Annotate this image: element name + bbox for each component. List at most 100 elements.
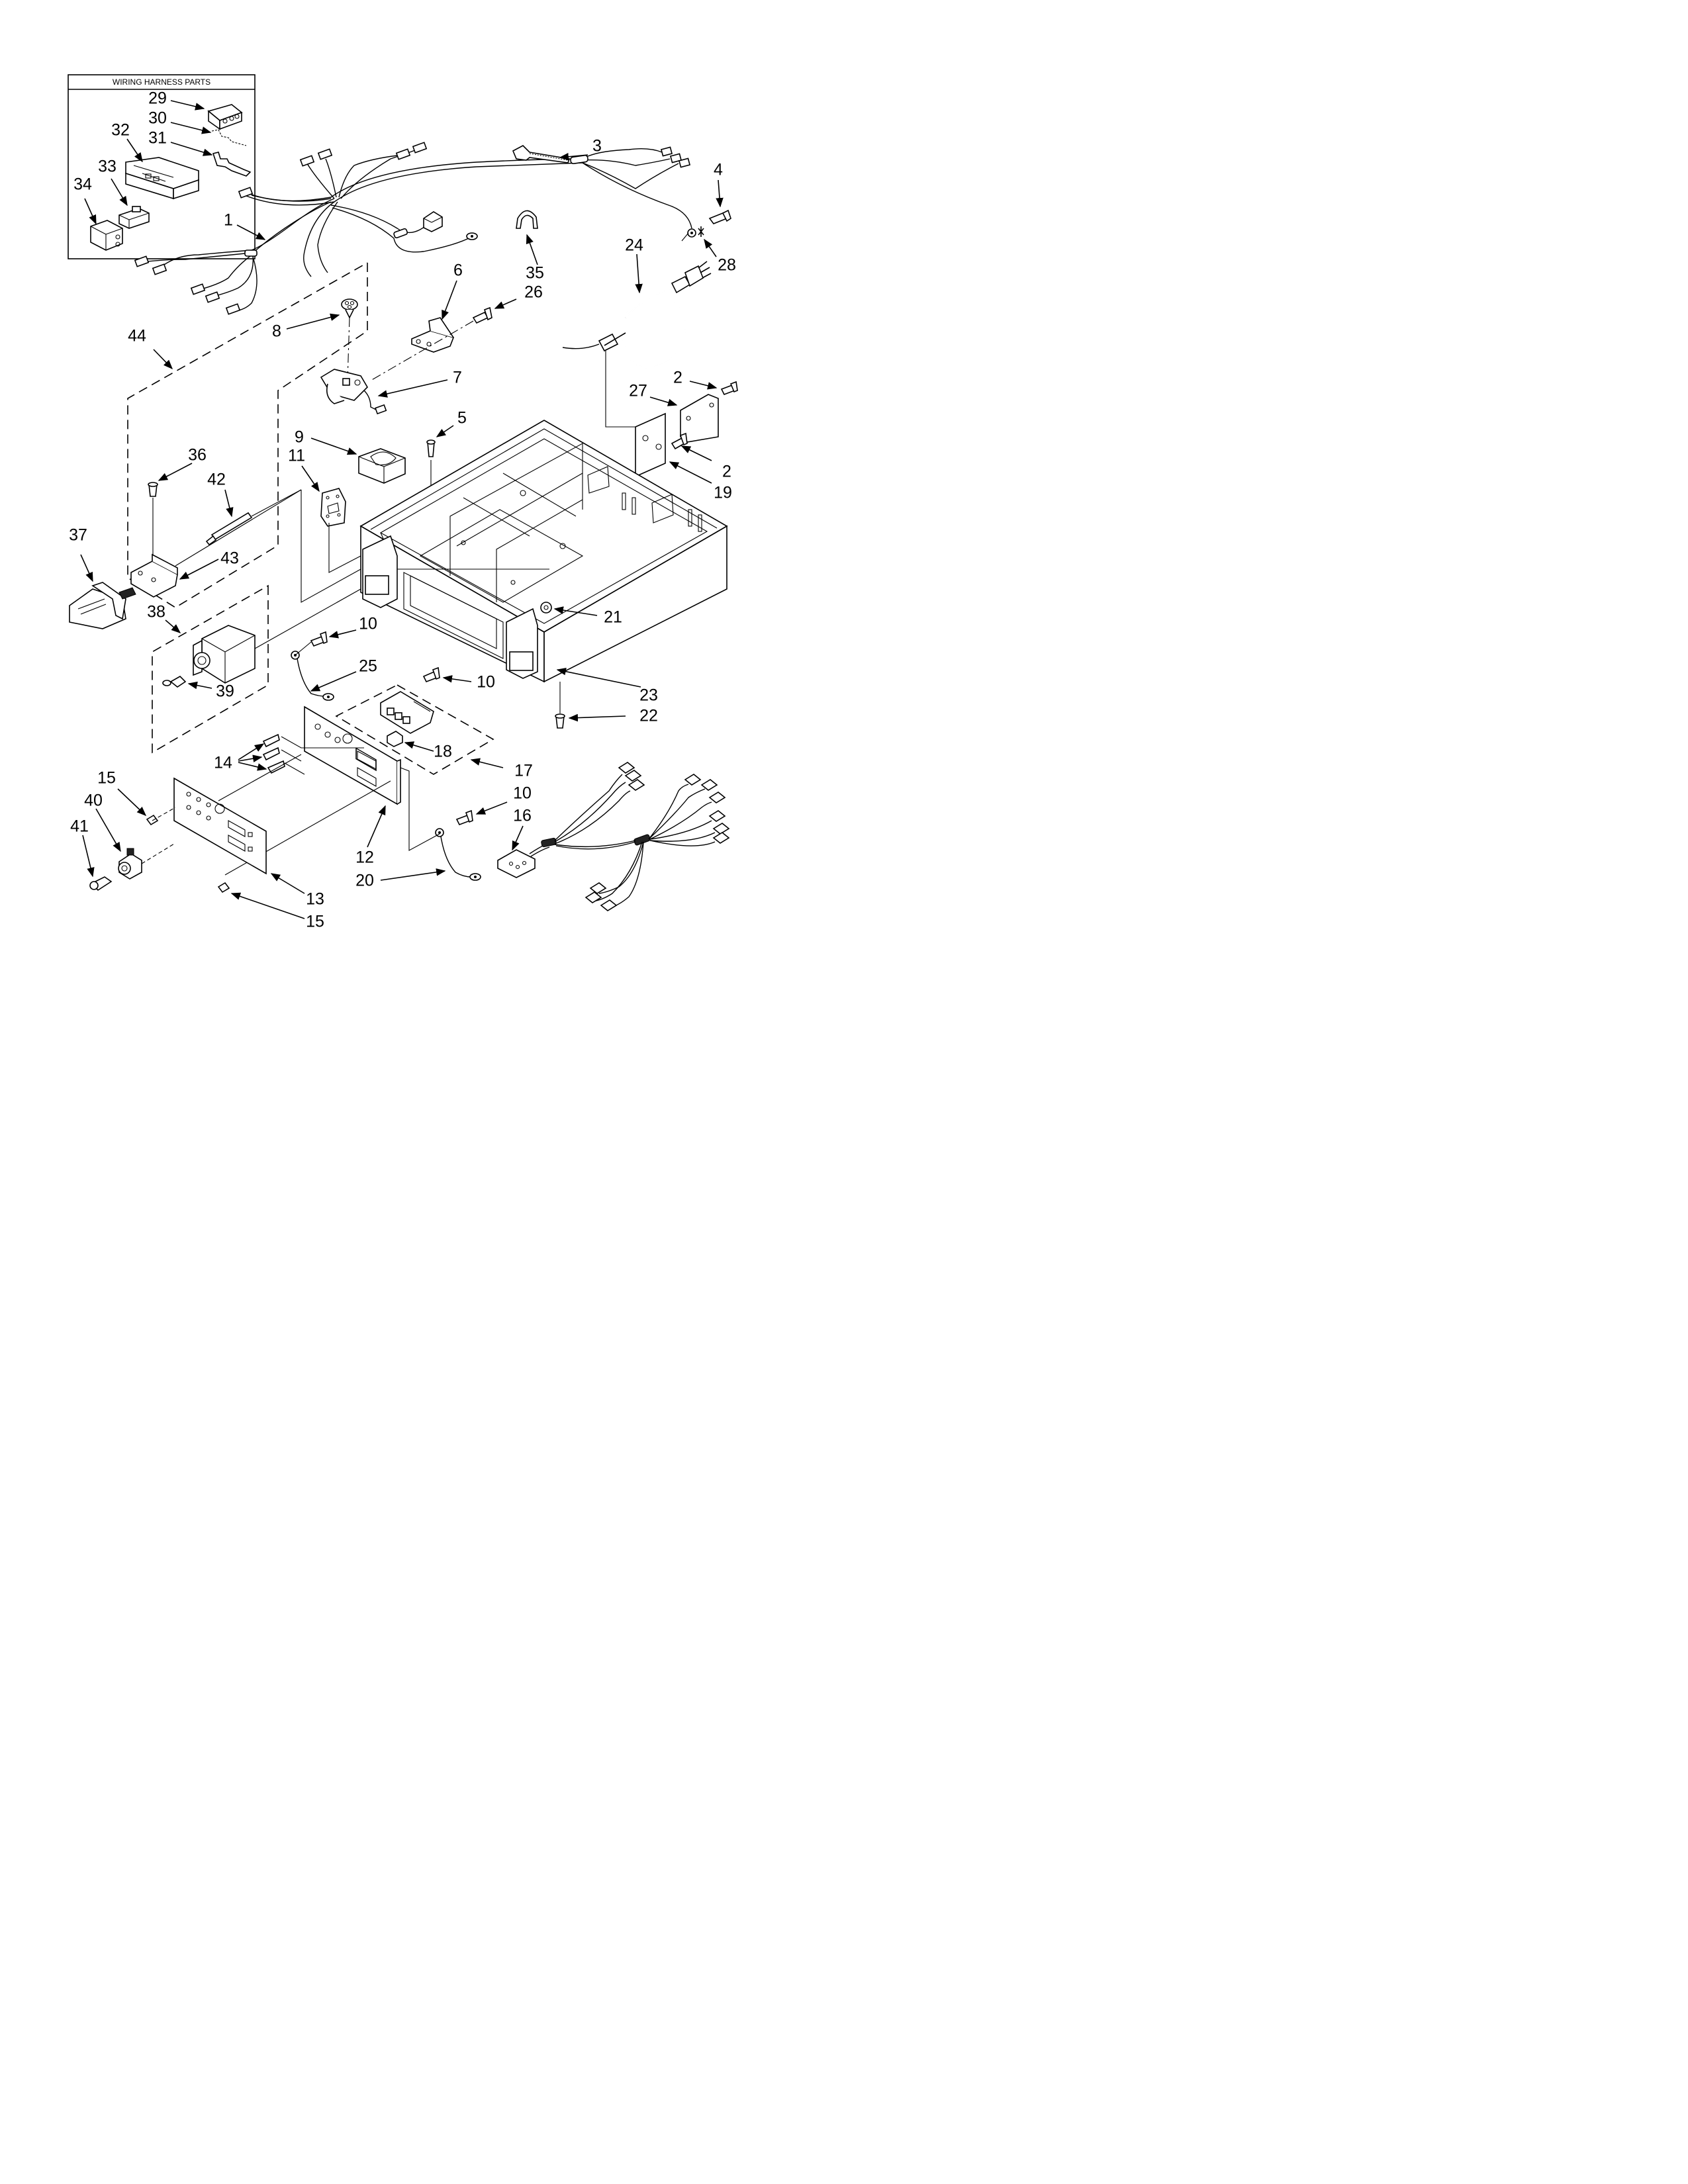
part-37-lid-lock-actuator (69, 582, 136, 629)
part-31-terminal (212, 152, 252, 177)
part-7-lid-switch (320, 369, 387, 415)
leader-5 (436, 425, 454, 437)
mount-line-20 (400, 767, 440, 851)
leader-33 (111, 178, 128, 206)
leader-10c (475, 801, 508, 815)
part-15-knob-upper (146, 814, 159, 826)
callout-22: 22 (639, 707, 658, 725)
leader-28 (704, 238, 717, 257)
part-40-selector-switch (118, 848, 142, 880)
leader-20 (380, 868, 446, 881)
leader-41 (82, 835, 95, 878)
callout-24: 24 (625, 236, 643, 255)
part-33-small-connector (118, 206, 150, 229)
leader-2b (680, 445, 712, 461)
part-21-grommet (540, 602, 552, 614)
part-39-plunger (162, 676, 187, 688)
callout-19: 19 (714, 484, 732, 502)
callout-1: 1 (224, 211, 233, 230)
part-1-main-wire-harness (134, 142, 696, 315)
mount-lines-14 (281, 736, 364, 775)
callout-10c: 10 (513, 784, 532, 803)
leader-10b (442, 675, 472, 683)
assembly-outline-17 (335, 684, 494, 775)
part-10-screw-upper (310, 631, 328, 647)
mount-line-42 (251, 489, 302, 517)
leader-42 (224, 489, 234, 518)
callout-14: 14 (214, 754, 232, 772)
leader-15b (230, 892, 305, 919)
callout-42: 42 (207, 471, 226, 489)
mount-line-40 (141, 843, 175, 864)
mount-line-43 (175, 489, 302, 567)
leader-6 (442, 280, 457, 320)
callout-4: 4 (714, 161, 723, 179)
part-8-sensor (341, 298, 358, 319)
leader-21 (553, 606, 598, 616)
mount-line-8 (347, 317, 350, 381)
leader-34 (84, 198, 97, 225)
callout-20: 20 (355, 872, 374, 890)
part-13-front-panel (173, 777, 267, 875)
leader-19 (669, 461, 712, 484)
callout-44: 44 (128, 327, 146, 345)
leader-11 (301, 465, 320, 492)
part-4-screw (708, 209, 731, 224)
leader-12 (367, 805, 386, 848)
part-12-console-panel (304, 705, 401, 805)
leader-8 (286, 313, 340, 330)
part-42-hinge-pin (205, 512, 253, 546)
part-41-key (89, 876, 113, 891)
part-9-dispenser-cup (358, 448, 406, 484)
wiring-harness-parts-inset: WIRING HARNESS PARTS (68, 74, 256, 259)
callout-7: 7 (453, 369, 462, 387)
leader-14b (238, 754, 263, 762)
callout-31: 31 (148, 129, 167, 148)
leader-32 (126, 138, 143, 163)
callout-21: 21 (604, 608, 622, 627)
part-19-cord-bracket (635, 412, 666, 478)
callout-29: 29 (148, 89, 167, 108)
leader-18 (404, 741, 434, 752)
callout-13: 13 (306, 890, 324, 909)
mount-line-38 (254, 588, 361, 649)
leader-13 (270, 873, 305, 894)
parts-diagram-page: WIRING HARNESS PARTS (0, 0, 814, 1054)
callout-38: 38 (147, 603, 165, 621)
callout-11: 11 (288, 447, 305, 465)
callout-16: 16 (513, 807, 532, 825)
callout-9: 9 (295, 428, 304, 447)
part-14-screws (262, 733, 285, 774)
leader-24 (635, 253, 643, 294)
leader-35 (526, 234, 538, 265)
callout-8: 8 (272, 322, 281, 341)
callout-28: 28 (718, 256, 736, 275)
part-43-hinge-bracket (130, 553, 178, 598)
part-34-connector (90, 220, 123, 251)
leader-16 (512, 825, 524, 851)
part-29-connector-housing (207, 104, 243, 130)
leader-4 (716, 179, 724, 208)
part-6-bracket (411, 317, 455, 353)
part-22-screw (555, 713, 565, 729)
part-23-base-frame (359, 420, 728, 683)
leader-31 (170, 142, 213, 156)
callout-10b: 10 (477, 673, 495, 692)
callout-5: 5 (457, 409, 467, 428)
callout-6: 6 (453, 261, 463, 280)
leader-3 (559, 153, 588, 161)
part-26-screw (472, 306, 492, 324)
callout-2a: 2 (673, 369, 682, 387)
leader-14a (238, 743, 265, 760)
leader-30 (170, 122, 212, 134)
leader-25 (310, 671, 357, 692)
leader-14c (238, 762, 267, 771)
callout-2b: 2 (722, 463, 731, 481)
part-20-ground-wire (435, 828, 481, 881)
callout-15b: 15 (306, 913, 324, 931)
part-10-screw-middle (422, 666, 440, 683)
callout-17: 17 (514, 762, 533, 780)
inset-border (68, 74, 256, 259)
leader-22 (568, 713, 626, 722)
leader-38 (165, 619, 181, 633)
